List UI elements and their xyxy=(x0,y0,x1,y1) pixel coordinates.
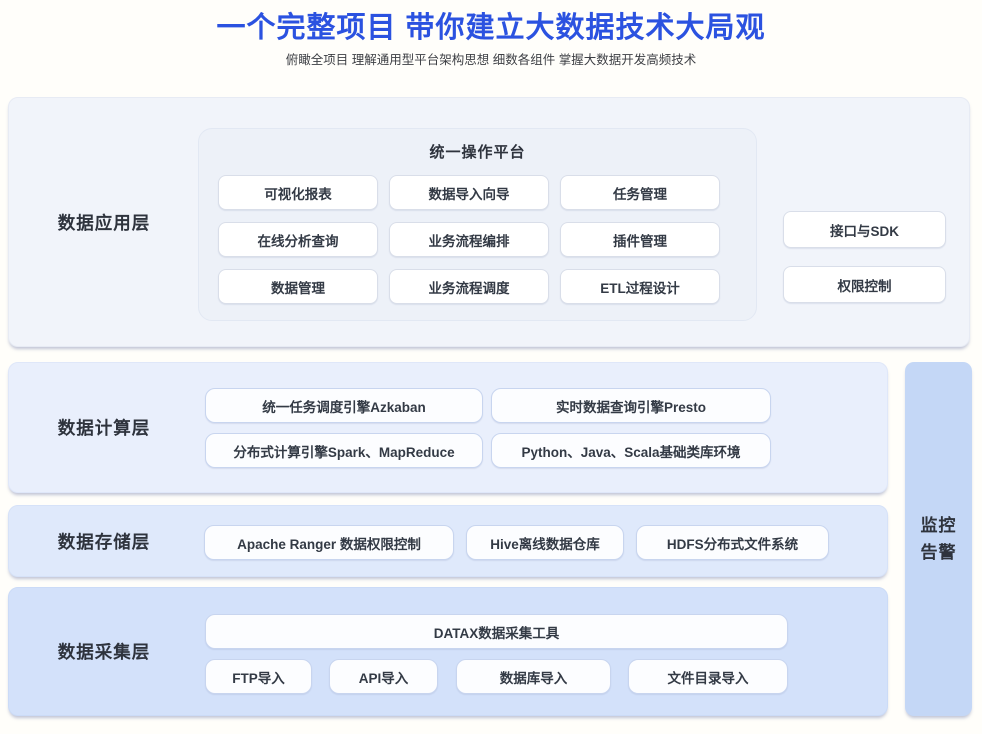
monitor-label-line2: 告警 xyxy=(920,543,957,562)
storage-layer-panel: 数据存储层 Apache Ranger 数据权限控制 Hive离线数据仓库 HD… xyxy=(8,505,888,577)
storage-layer-label: 数据存储层 xyxy=(57,531,151,552)
ftp-import-button[interactable]: FTP导入 xyxy=(205,659,312,694)
workflow-scheduling-button[interactable]: 业务流程调度 xyxy=(389,269,549,304)
app-layer-label: 数据应用层 xyxy=(57,212,151,233)
etl-process-design-button[interactable]: ETL过程设计 xyxy=(560,269,720,304)
workflow-orchestration-button[interactable]: 业务流程编排 xyxy=(389,222,549,257)
language-env-button[interactable]: Python、Java、Scala基础类库环境 xyxy=(491,433,771,468)
collect-layer-label: 数据采集层 xyxy=(57,642,151,662)
spark-mapreduce-button[interactable]: 分布式计算引擎Spark、MapReduce xyxy=(205,433,483,468)
datax-tool-button[interactable]: DATAX数据采集工具 xyxy=(205,614,788,649)
compute-layer-label: 数据计算层 xyxy=(57,418,151,438)
hdfs-filesystem-button[interactable]: HDFS分布式文件系统 xyxy=(636,525,829,560)
access-control-button[interactable]: 权限控制 xyxy=(783,266,946,303)
task-management-button[interactable]: 任务管理 xyxy=(560,175,720,210)
data-management-button[interactable]: 数据管理 xyxy=(218,269,378,304)
unified-platform-panel: 统一操作平台 可视化报表 数据导入向导 任务管理 在线分析查询 业务流程编排 插… xyxy=(198,128,757,321)
unified-platform-title: 统一操作平台 xyxy=(429,144,526,161)
file-dir-import-button[interactable]: 文件目录导入 xyxy=(628,659,788,694)
visual-report-button[interactable]: 可视化报表 xyxy=(218,175,378,210)
apache-ranger-button[interactable]: Apache Ranger 数据权限控制 xyxy=(204,525,454,560)
online-analysis-button[interactable]: 在线分析查询 xyxy=(218,222,378,257)
api-sdk-button[interactable]: 接口与SDK xyxy=(783,211,946,248)
collect-layer-panel: 数据采集层 DATAX数据采集工具 FTP导入 API导入 数据库导入 文件目录… xyxy=(8,587,888,716)
azkaban-scheduler-button[interactable]: 统一任务调度引擎Azkaban xyxy=(205,388,483,423)
platform-button-grid: 可视化报表 数据导入向导 任务管理 在线分析查询 业务流程编排 插件管理 数据管… xyxy=(218,175,720,304)
page-title: 一个完整项目 带你建立大数据技术大局观 xyxy=(216,12,766,44)
database-import-button[interactable]: 数据库导入 xyxy=(456,659,611,694)
data-import-wizard-button[interactable]: 数据导入向导 xyxy=(389,175,549,210)
hive-warehouse-button[interactable]: Hive离线数据仓库 xyxy=(466,525,624,560)
plugin-management-button[interactable]: 插件管理 xyxy=(560,222,720,257)
monitor-alert-panel: 监控 告警 xyxy=(905,362,972,716)
monitor-label-line1: 监控 xyxy=(920,516,957,535)
app-side-buttons: 接口与SDK 权限控制 xyxy=(783,211,946,303)
page-subtitle: 俯瞰全项目 理解通用型平台架构思想 细数各组件 掌握大数据开发高频技术 xyxy=(285,53,697,67)
app-layer-panel: 数据应用层 统一操作平台 可视化报表 数据导入向导 任务管理 在线分析查询 业务… xyxy=(8,97,970,347)
presto-query-button[interactable]: 实时数据查询引擎Presto xyxy=(491,388,771,423)
api-import-button[interactable]: API导入 xyxy=(329,659,438,694)
compute-layer-panel: 数据计算层 统一任务调度引擎Azkaban 实时数据查询引擎Presto 分布式… xyxy=(8,362,888,493)
